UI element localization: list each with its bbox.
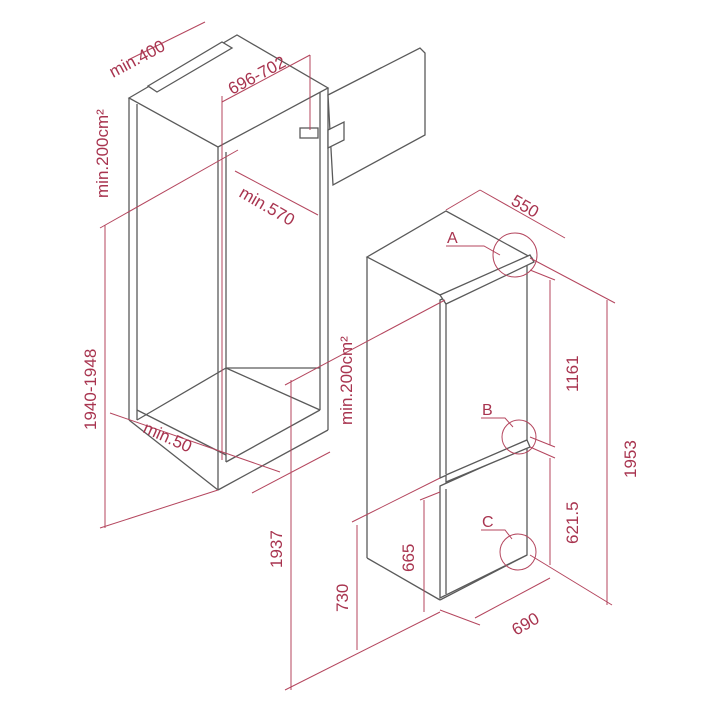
label-1937: 1937 xyxy=(267,530,286,568)
label-665: 665 xyxy=(399,544,418,572)
furniture-door xyxy=(327,47,426,187)
label-690: 690 xyxy=(509,609,543,640)
fridge-appliance xyxy=(365,210,535,601)
dimension-lines xyxy=(99,21,616,691)
label-min-200cm2-top: min.200cm² xyxy=(93,109,112,198)
label-1161: 1161 xyxy=(563,355,582,392)
niche-cabinet xyxy=(127,34,426,491)
label-621-5: 621.5 xyxy=(563,501,582,544)
label-min-200cm2-bottom: min.200cm² xyxy=(337,336,356,425)
label-1953: 1953 xyxy=(621,440,640,478)
detail-circle-c xyxy=(499,533,537,571)
label-1940-1948: 1940-1948 xyxy=(81,349,100,430)
detail-label-b: B xyxy=(482,402,493,419)
label-730: 730 xyxy=(333,584,352,612)
detail-label-c: C xyxy=(482,514,494,531)
label-550: 550 xyxy=(508,191,542,222)
label-min-400: min.400 xyxy=(106,36,168,81)
hinge-icon xyxy=(299,127,319,139)
detail-circle-a xyxy=(492,232,538,278)
vent-opening xyxy=(146,41,234,93)
detail-label-a: A xyxy=(447,230,458,247)
detail-circle-b xyxy=(501,419,537,455)
label-min-570: min.570 xyxy=(236,183,298,230)
